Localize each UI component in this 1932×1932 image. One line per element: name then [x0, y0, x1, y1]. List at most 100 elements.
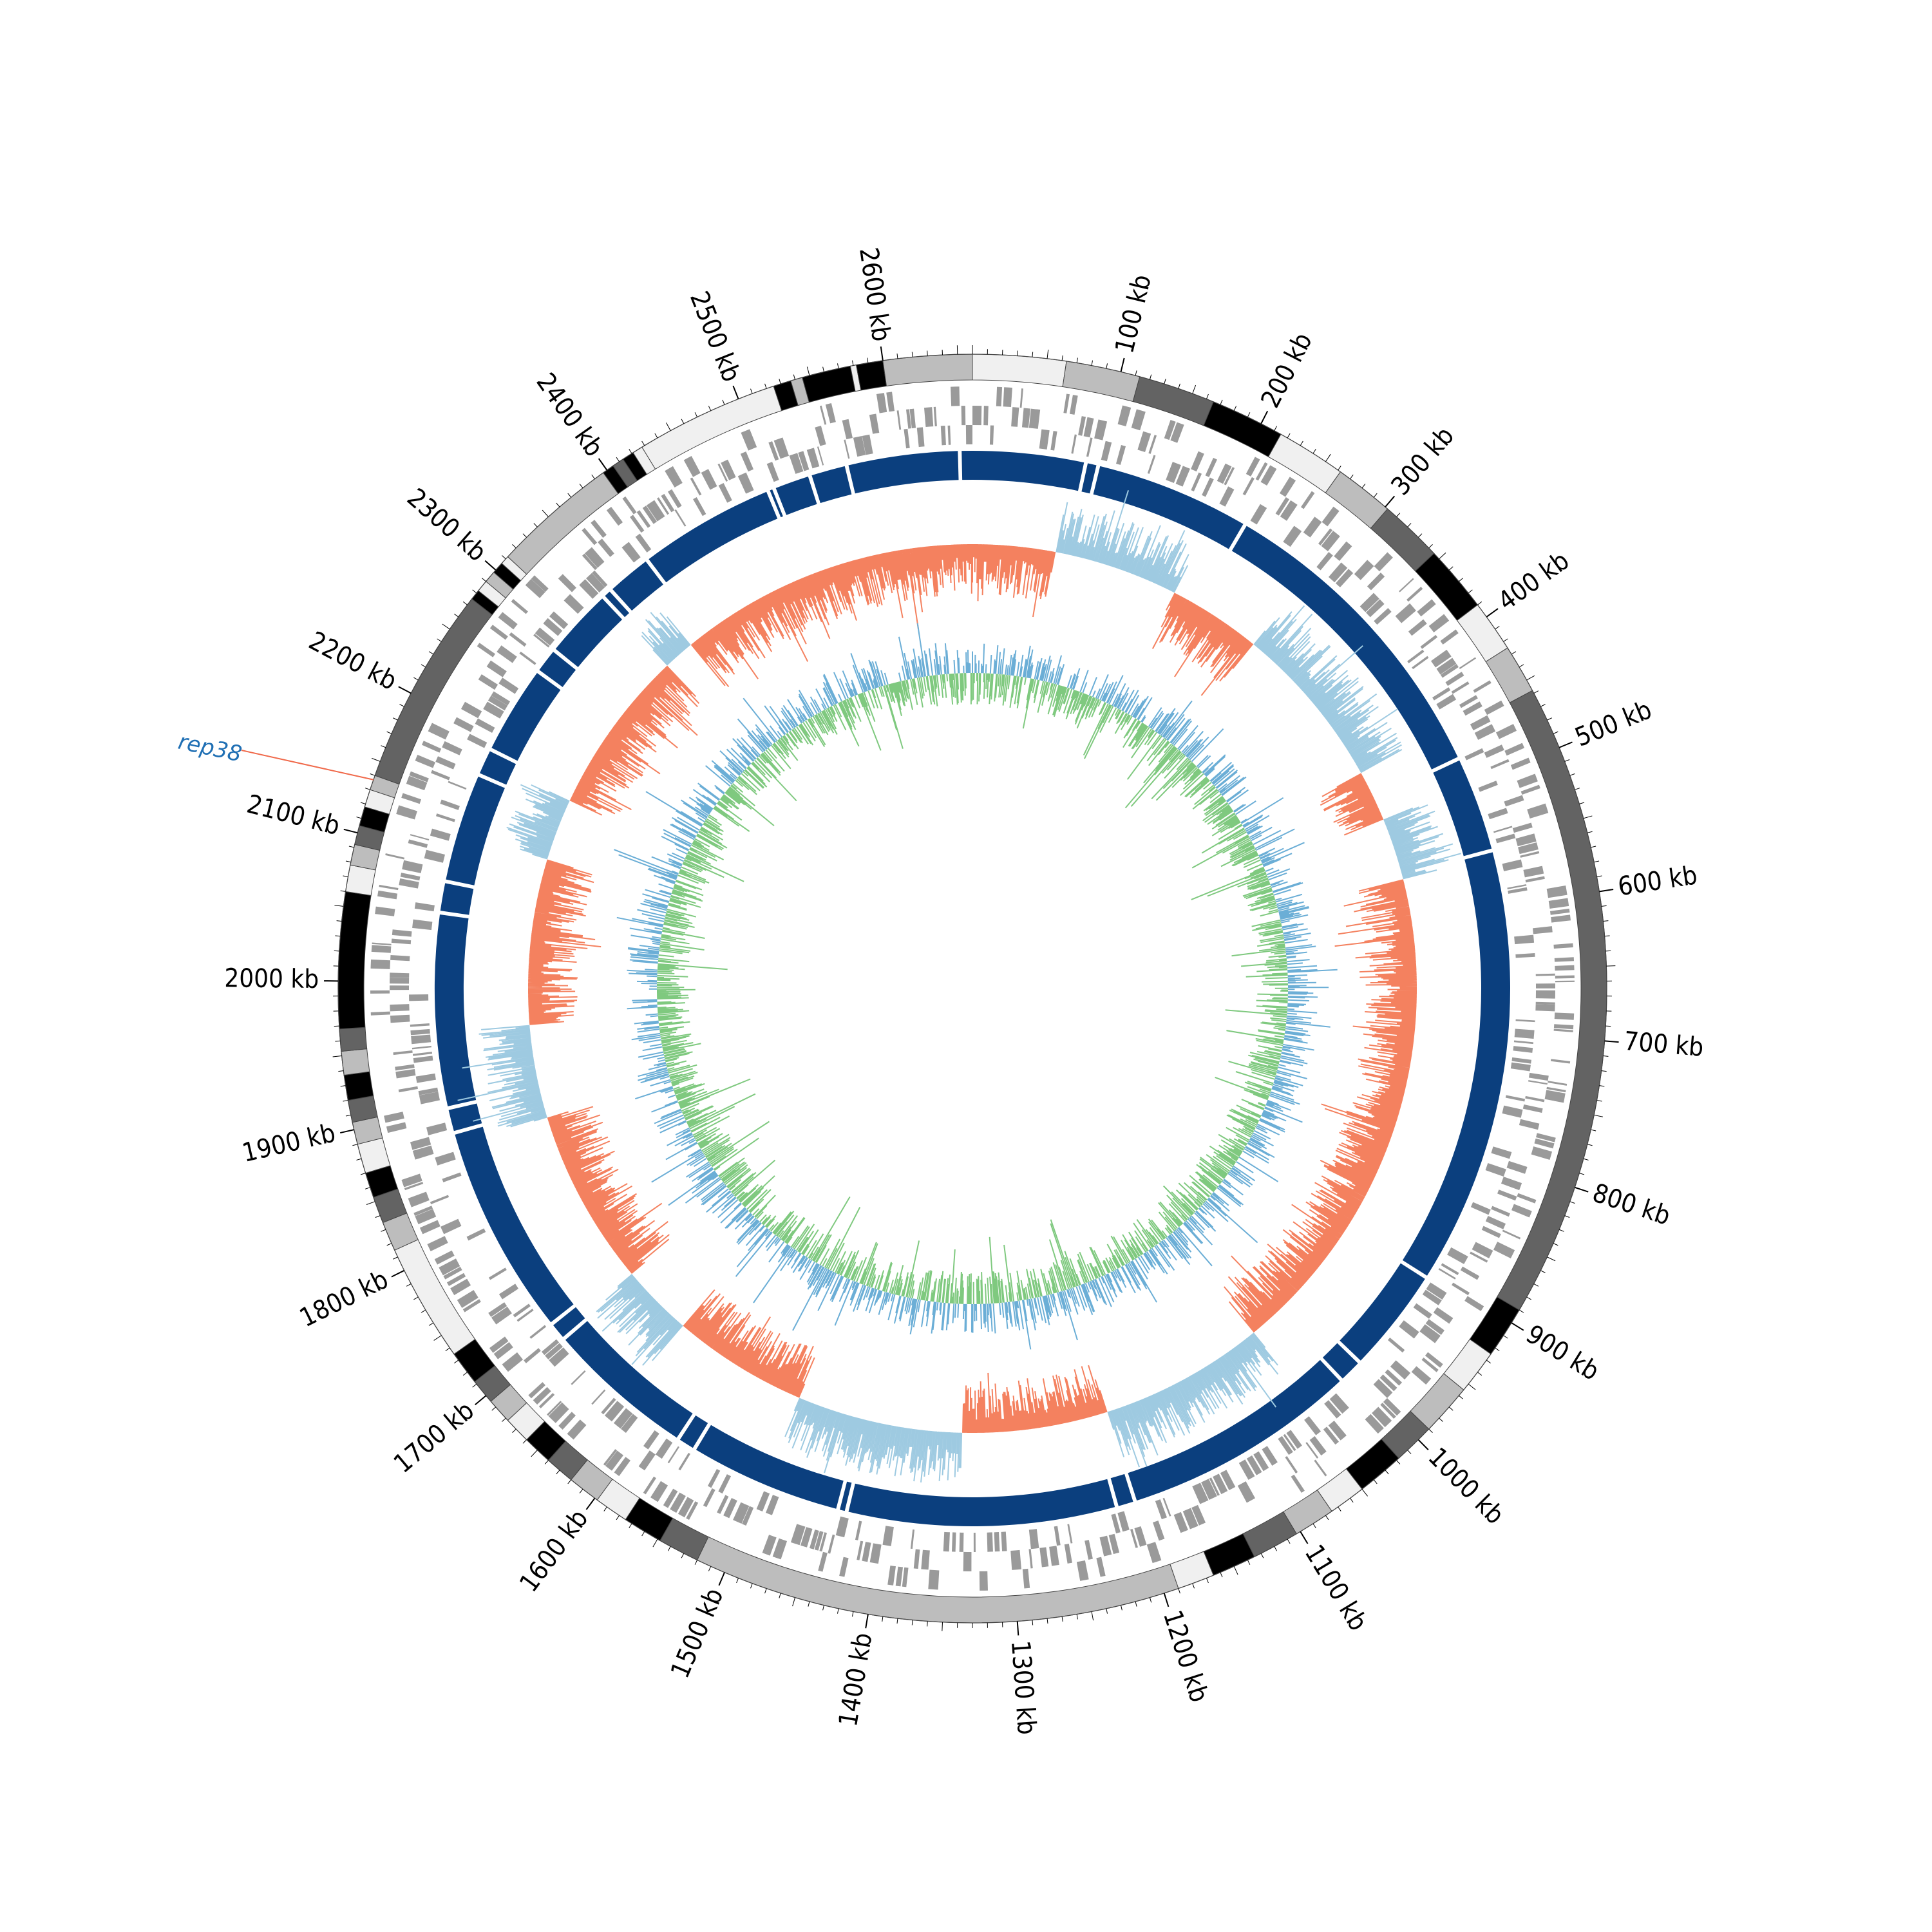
feature-block: [1464, 748, 1484, 761]
feature-block: [1379, 1374, 1397, 1392]
feature-block: [933, 406, 937, 426]
feature-block: [440, 1218, 462, 1235]
minor-tick: [579, 1488, 583, 1493]
feature-block: [427, 1236, 448, 1251]
feature-block: [1365, 599, 1385, 618]
minor-tick: [681, 419, 685, 424]
feature-block: [1385, 1369, 1403, 1386]
feature-block: [1422, 1289, 1442, 1305]
outer-segment: [341, 1048, 370, 1076]
feature-block: [1131, 409, 1146, 431]
minor-tick: [356, 1158, 362, 1160]
minor-tick: [736, 1578, 739, 1584]
feature-block: [1096, 1557, 1106, 1577]
tick-label: 600 kb: [1616, 860, 1699, 902]
feature-block: [511, 599, 528, 614]
minor-tick: [911, 1620, 913, 1625]
minor-tick: [1274, 426, 1278, 431]
minor-tick: [386, 731, 392, 734]
feature-block: [538, 1393, 555, 1408]
minor-tick: [1468, 589, 1473, 594]
minor-tick: [629, 449, 632, 454]
feature-block: [717, 1495, 729, 1514]
feature-block: [1506, 1160, 1528, 1174]
feature-block: [1546, 1086, 1566, 1093]
feature-block: [1054, 1526, 1061, 1546]
outer-segment: [641, 386, 782, 470]
feature-block: [1191, 472, 1202, 492]
feature-block: [375, 906, 395, 916]
feature-block: [1238, 1459, 1255, 1480]
feature-block: [636, 510, 651, 528]
minor-tick: [1468, 1383, 1476, 1390]
feature-block: [558, 1412, 576, 1430]
feature-block: [1505, 1095, 1526, 1102]
minor-tick: [1579, 1173, 1585, 1175]
feature-block: [1528, 1080, 1548, 1085]
feature-block: [390, 1004, 410, 1012]
minor-tick: [837, 363, 839, 369]
minor-tick: [1540, 704, 1546, 707]
feature-block: [1246, 1455, 1262, 1475]
minor-tick: [1601, 1070, 1607, 1072]
feature-block: [643, 1430, 659, 1450]
minor-tick: [1312, 1523, 1316, 1528]
feature-block: [1488, 808, 1508, 820]
gene-block: [605, 591, 630, 618]
feature-block: [1535, 1001, 1555, 1005]
minor-tick: [1564, 1215, 1570, 1218]
minor-tick: [1300, 440, 1303, 446]
feature-block: [1470, 715, 1491, 731]
minor-tick: [365, 788, 370, 790]
minor-tick: [393, 717, 398, 721]
feature-block: [1001, 1531, 1007, 1551]
feature-block: [1464, 1296, 1484, 1311]
feature-block: [1050, 431, 1057, 451]
feature-block: [1520, 784, 1540, 795]
feature-block: [1508, 887, 1528, 894]
feature-block: [410, 1028, 430, 1036]
minor-tick: [338, 1070, 344, 1072]
feature-block: [1555, 980, 1575, 983]
minor-tick: [616, 457, 620, 462]
feature-block: [400, 873, 421, 881]
gc-negative-spikes: [457, 490, 1461, 1483]
feature-block: [491, 691, 511, 706]
feature-block: [876, 393, 887, 413]
feature-block: [1535, 983, 1555, 989]
feature-block: [525, 578, 545, 598]
minor-tick: [406, 1283, 412, 1287]
minor-tick: [1233, 1566, 1238, 1575]
tick-label: 1900 kb: [240, 1118, 338, 1168]
minor-tick: [793, 374, 796, 380]
gene-block: [435, 914, 477, 1106]
feature-block: [428, 723, 450, 740]
feature-block: [887, 1565, 896, 1586]
major-tick: [484, 560, 497, 571]
minor-tick: [512, 1428, 516, 1433]
minor-tick: [567, 1479, 572, 1484]
feature-block: [413, 1056, 433, 1063]
feature-block: [1117, 1511, 1130, 1532]
feature-block: [398, 1086, 418, 1093]
feature-block: [1399, 1320, 1419, 1339]
feature-block: [1329, 1393, 1349, 1414]
minor-tick: [641, 440, 645, 446]
feature-block: [391, 938, 412, 945]
feature-block: [1517, 1193, 1537, 1204]
feature-block: [1501, 1177, 1522, 1191]
feature-block: [435, 756, 456, 770]
feature-block: [548, 1402, 569, 1423]
feature-block: [543, 618, 563, 636]
major-tick: [598, 458, 608, 471]
feature-block: [1278, 1435, 1293, 1455]
feature-block: [439, 1258, 460, 1276]
minor-tick: [1220, 1572, 1223, 1578]
feature-block: [1425, 1352, 1443, 1368]
feature-block: [1517, 773, 1538, 788]
feature-block: [1076, 1560, 1089, 1581]
feature-block: [475, 718, 495, 733]
feature-block: [904, 428, 910, 449]
minor-tick: [681, 1553, 685, 1558]
minor-tick: [428, 651, 434, 655]
